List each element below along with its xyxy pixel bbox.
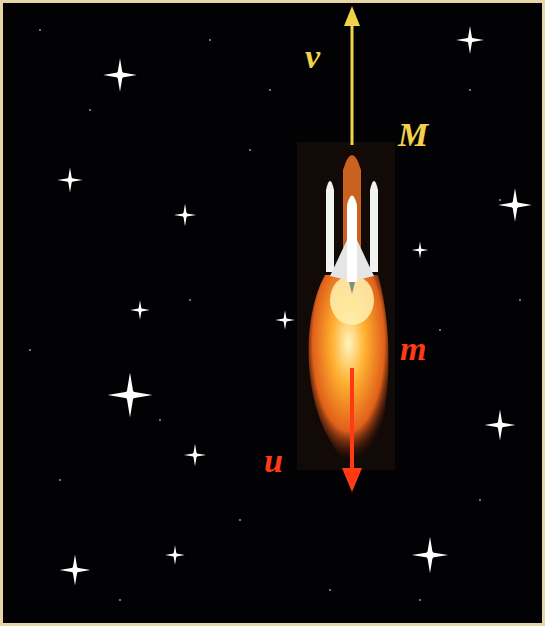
- mass-label: M: [398, 118, 428, 152]
- velocity-label: u: [264, 444, 283, 478]
- velocity-label: v: [305, 40, 320, 74]
- mass-label: m: [400, 332, 426, 366]
